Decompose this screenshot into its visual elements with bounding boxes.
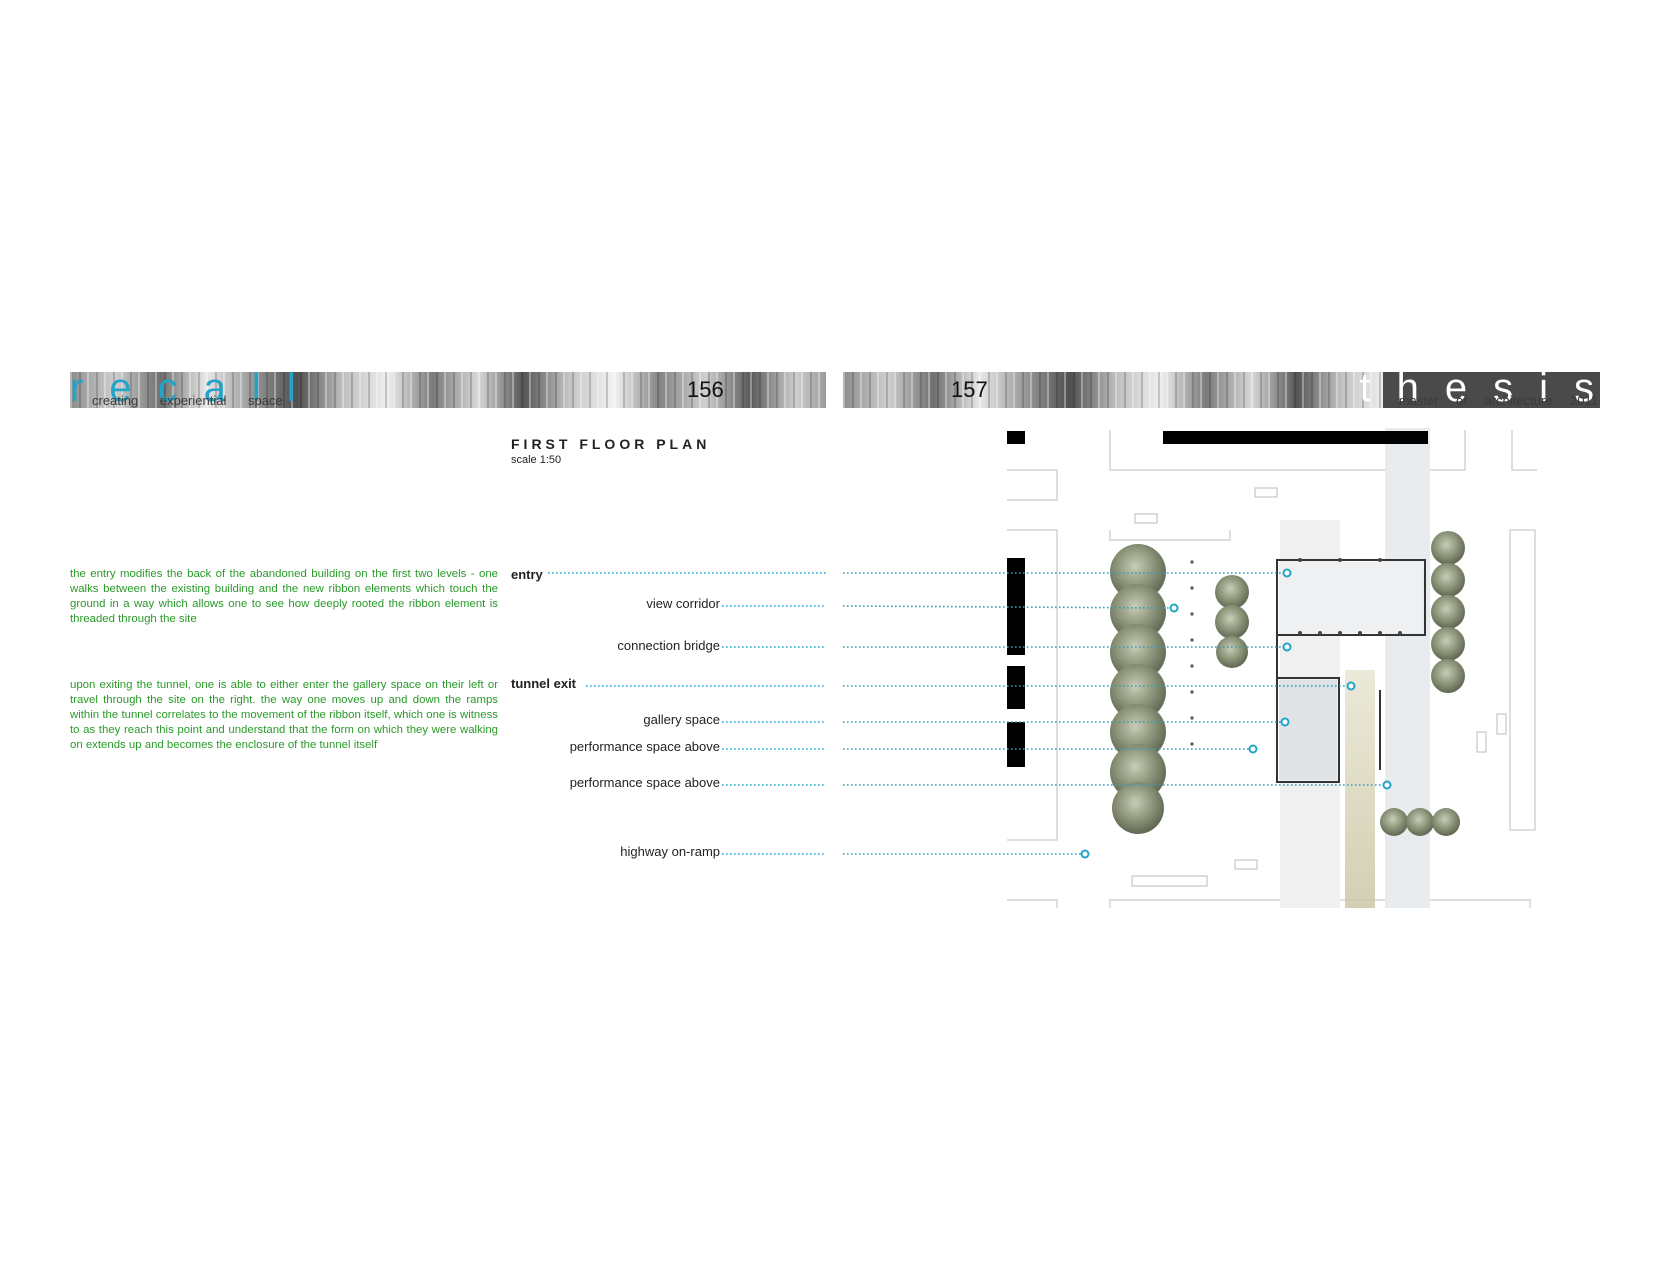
page-number-right: 157 [951, 377, 988, 402]
label-tunnel-exit: tunnel exit [511, 676, 577, 691]
ribbon-bar [1007, 666, 1025, 709]
label-view-corridor: view corridor [646, 596, 720, 611]
ribbon-bar [1163, 431, 1428, 444]
page-number-left: 156 [687, 377, 724, 402]
ribbon-bar [1007, 431, 1025, 444]
tree-row-left [1110, 544, 1166, 834]
label-gallery-space: gallery space [643, 712, 720, 727]
header-banner-right: thesis master of architecture 2011 157 [843, 372, 1600, 408]
tree-cluster-middle [1215, 575, 1249, 668]
header-subtitle-left: creating experiential space [92, 393, 283, 408]
plan-scale: scale 1:50 [511, 454, 562, 466]
header-word-thesis: thesis [1359, 372, 1600, 408]
building-interior [1279, 562, 1423, 633]
banner-texture [70, 372, 826, 408]
banner-dark-block [1383, 372, 1600, 408]
header-word-recall: recall [70, 372, 322, 408]
header-subtitle-right: master of architecture 2011 [1398, 393, 1598, 408]
label-highway-on-ramp: highway on-ramp [620, 844, 720, 859]
plan-title: FIRST FLOOR PLAN [511, 436, 711, 452]
label-entry: entry [511, 567, 543, 582]
leader-endpoints [1080, 568, 1392, 859]
ribbon-bar [1007, 722, 1025, 767]
vehicles [1131, 487, 1507, 887]
label-performance-space-above-2: performance space above [569, 775, 720, 790]
gallery-interior [1279, 680, 1337, 780]
columns [1298, 558, 1402, 635]
tree-row-right [1380, 531, 1465, 836]
description-entry: the entry modifies the back of the aband… [70, 568, 498, 625]
label-connection-bridge: connection bridge [617, 638, 720, 653]
leader-lines [548, 572, 1384, 855]
ramp-strip [1345, 670, 1375, 908]
building-outline [1276, 559, 1426, 783]
label-performance-space-above-1: performance space above [569, 739, 720, 754]
parking-markers [1190, 560, 1194, 746]
road-strip [1385, 428, 1430, 908]
description-tunnel-exit: upon exiting the tunnel, one is able to … [70, 679, 498, 751]
header-banner-left: recall creating experiential space 156 [70, 372, 826, 408]
